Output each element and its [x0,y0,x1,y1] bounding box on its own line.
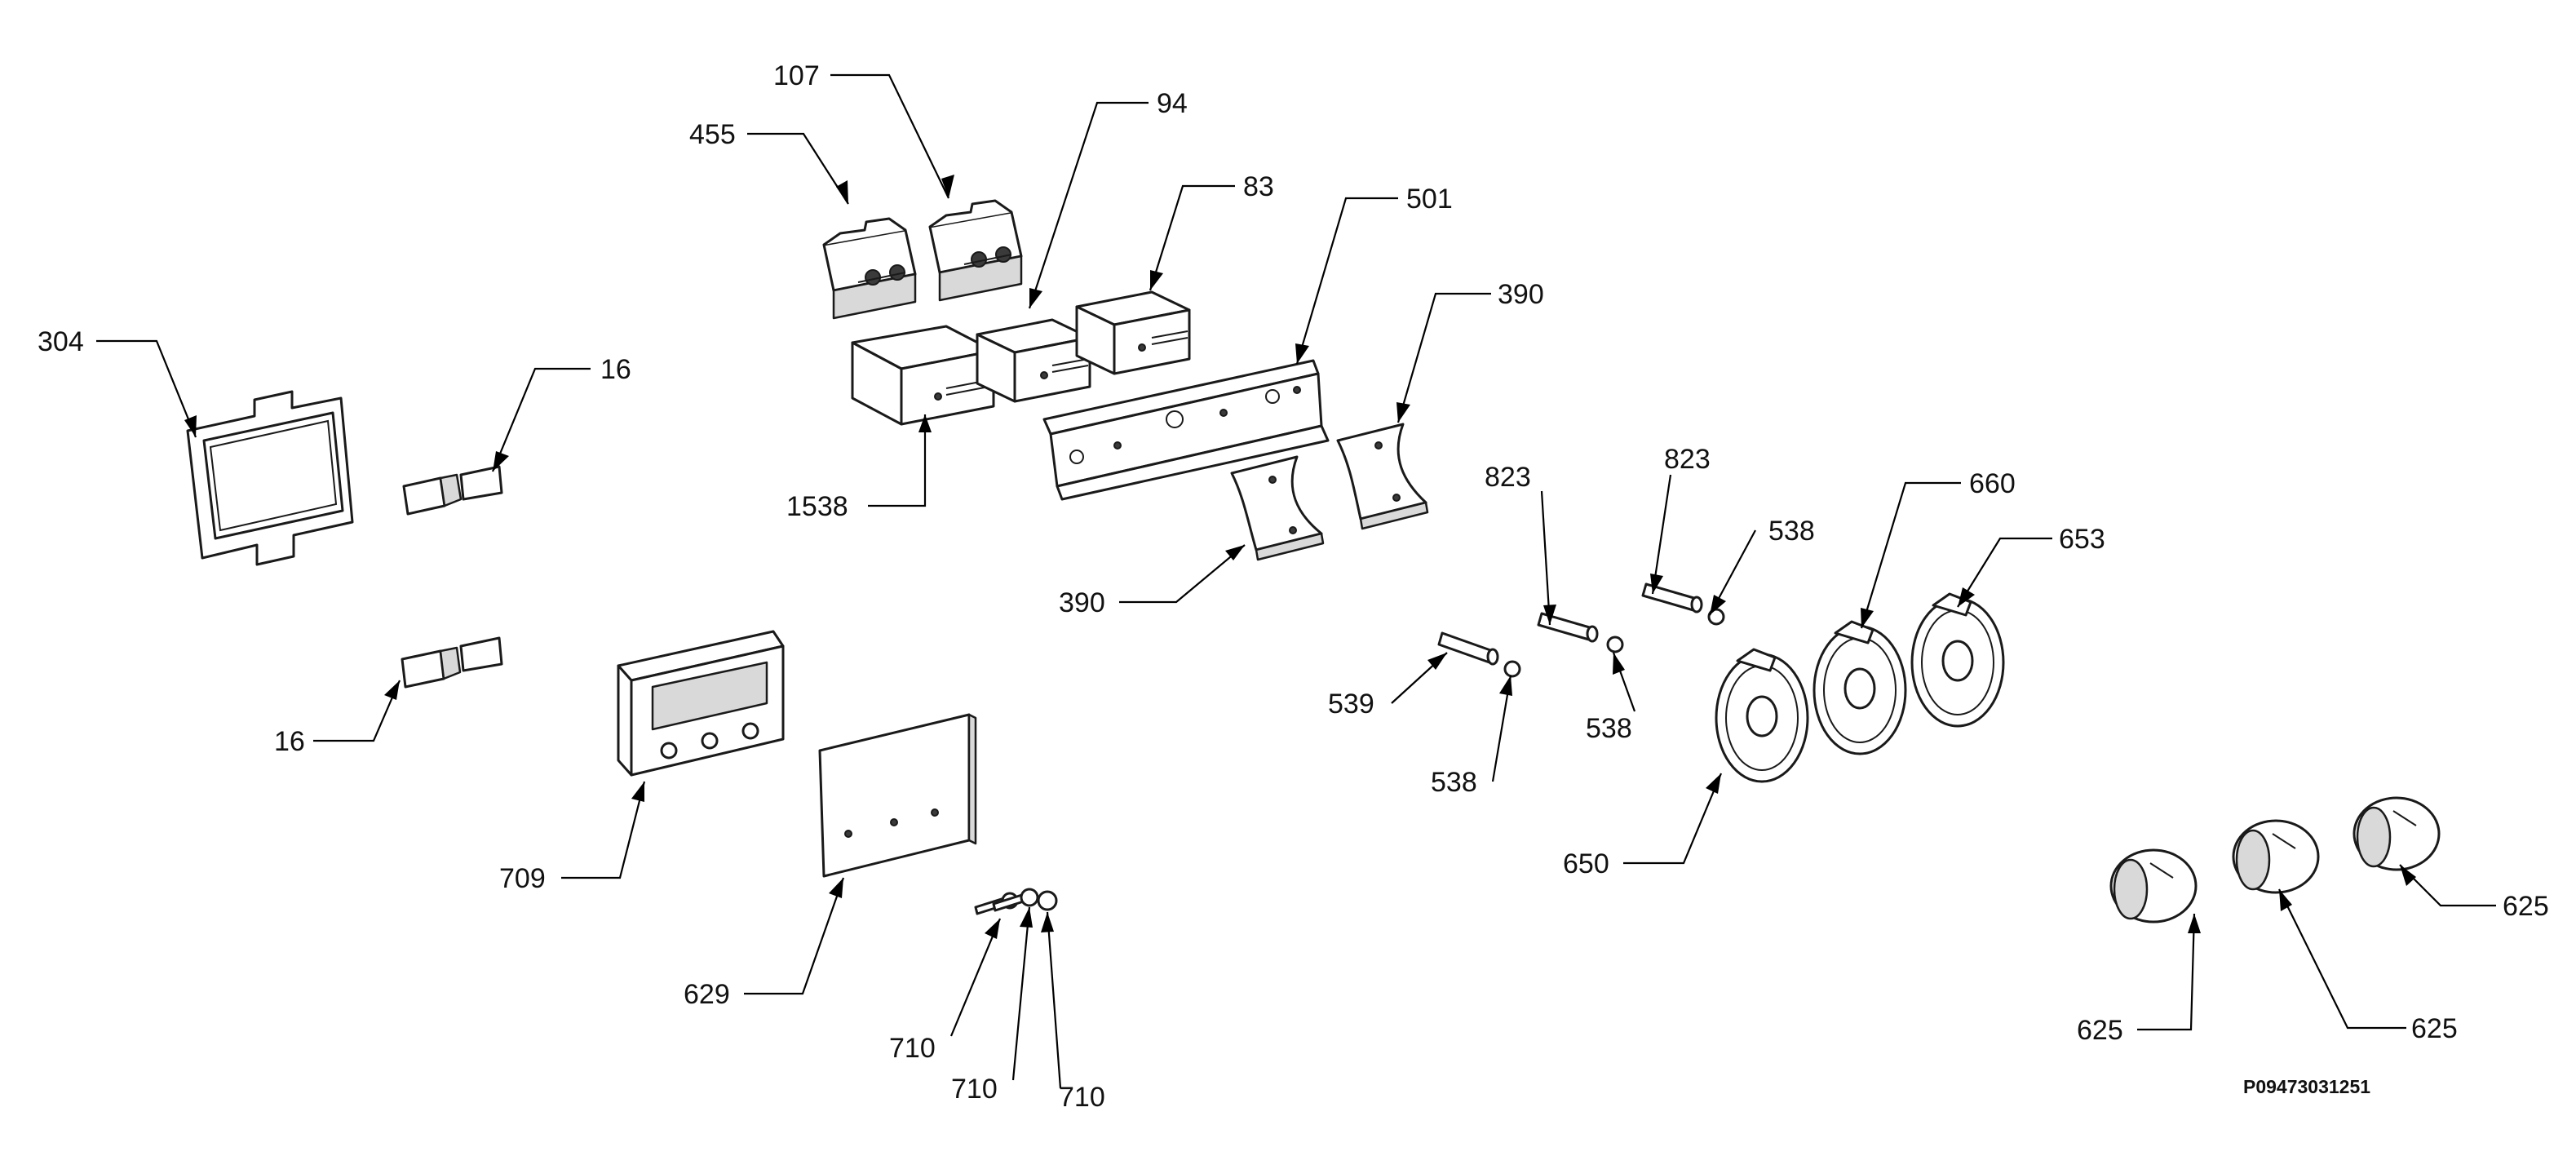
callout-709: 709 [499,863,546,894]
callout-538-mid: 538 [1586,713,1632,744]
callout-304: 304 [38,326,84,357]
callout-538-top: 538 [1768,516,1815,547]
callout-710-b: 710 [951,1074,998,1105]
callout-629: 629 [684,979,730,1010]
part-390-bracket-lower [1230,455,1325,561]
part-16-clip-lower [401,636,503,689]
part-538-nut-a [1503,660,1521,678]
part-629-panel-plate [818,713,977,878]
part-1538-box [851,325,995,426]
part-625-knob-c [2352,796,2441,871]
callout-710-c: 710 [1059,1082,1105,1113]
callout-83: 83 [1243,171,1274,202]
part-625-knob-a [2109,848,2198,923]
part-823-pin-right [1641,582,1703,613]
callout-16-lower: 16 [274,726,305,757]
part-390-bracket-upper [1336,423,1429,530]
document-id: P09473031251 [2243,1076,2370,1097]
callout-660: 660 [1969,468,2016,499]
part-650-dial-plate [1715,648,1809,783]
callout-501: 501 [1406,184,1453,215]
callout-539: 539 [1328,689,1374,720]
callout-823-left: 823 [1485,462,1531,493]
callout-625-mid: 625 [2411,1013,2458,1044]
callout-107: 107 [773,60,820,91]
callout-710-a: 710 [889,1033,936,1064]
part-16-clip-upper [402,465,503,516]
part-304-frame [186,390,354,566]
part-455-terminal-block [822,217,917,320]
callout-625-left: 625 [2077,1015,2123,1046]
callout-823-right: 823 [1664,444,1711,475]
callout-455: 455 [689,119,736,150]
part-538-nut-b [1606,636,1624,653]
callout-390-lower: 390 [1059,587,1105,618]
part-94-box [976,318,1091,403]
part-653-dial-plate [1910,592,2005,728]
part-501-rail [1042,359,1330,501]
callout-650: 650 [1563,848,1609,879]
callout-labels: 107 455 94 83 501 390 304 16 1538 390 82… [38,60,2549,1113]
leader-lines [96,73,2496,1089]
part-660-dial-plate [1812,620,1907,755]
callout-94: 94 [1157,88,1188,119]
callout-16-upper: 16 [600,354,631,385]
callout-1538: 1538 [786,491,848,522]
part-107-terminal-block [928,199,1023,302]
part-823-pin-left [1537,612,1599,643]
part-709-display-module [617,630,785,777]
part-710-screws [974,888,1058,915]
callout-625-right: 625 [2503,891,2549,922]
part-83-box [1075,290,1191,375]
callout-653: 653 [2059,524,2105,555]
callout-538-left: 538 [1431,767,1477,798]
part-539-pin [1437,631,1499,666]
part-625-knob-b [2232,819,2320,894]
callout-390-upper: 390 [1498,279,1544,310]
